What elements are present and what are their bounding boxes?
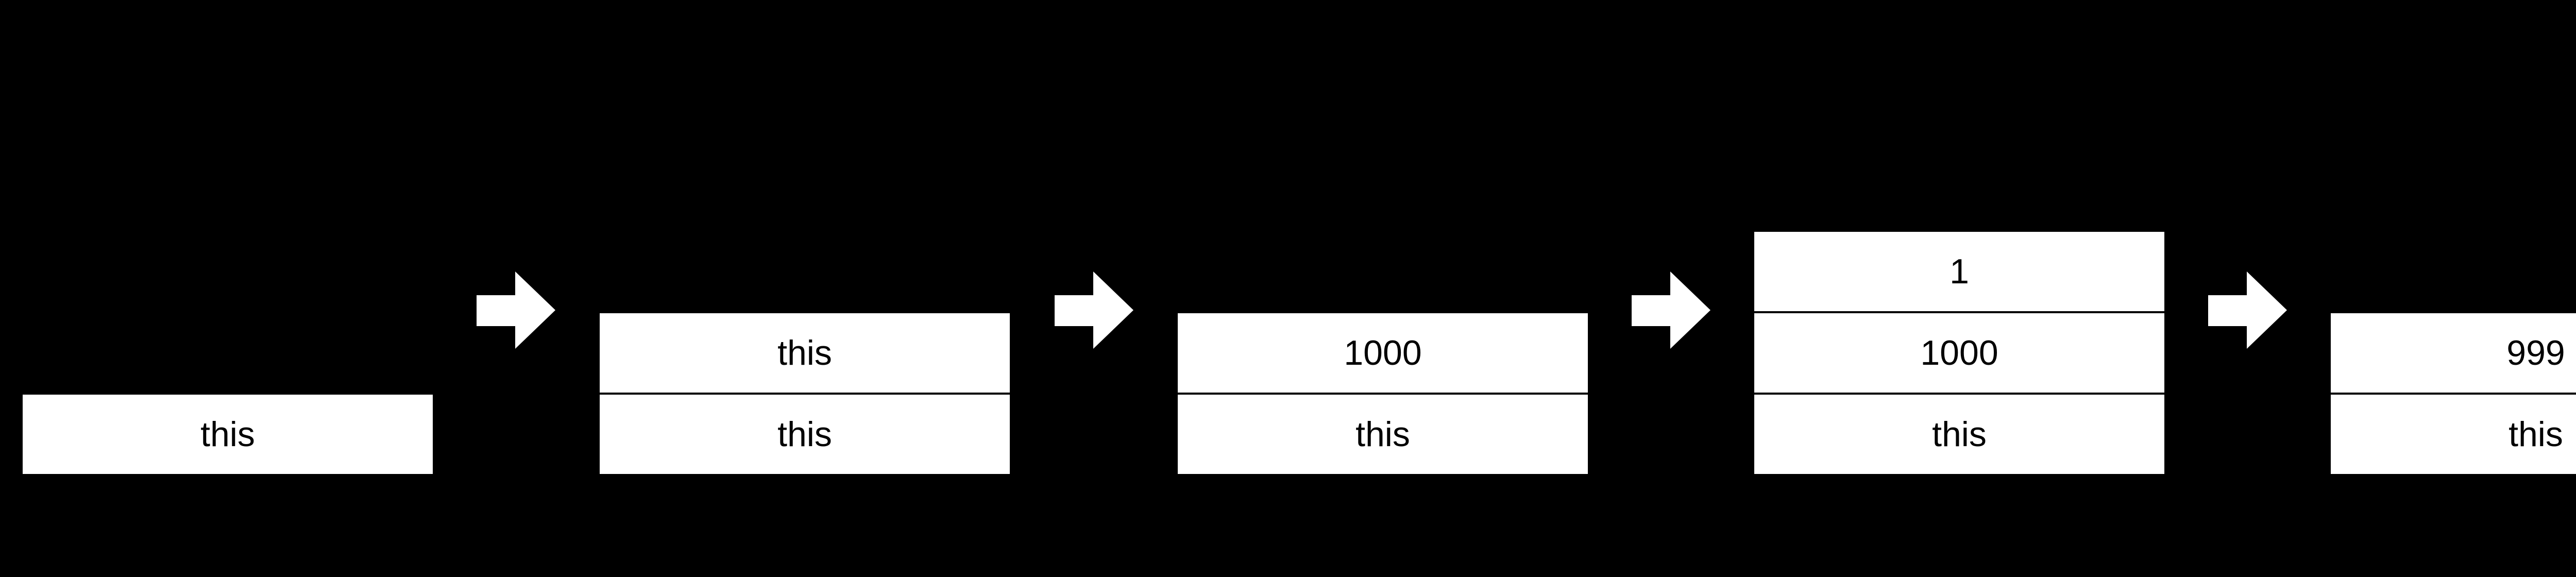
arrow-shaft [477,295,516,326]
arrow-head [515,271,555,349]
stack-frame-5: 999 this [2331,313,2576,474]
stack-cell: this [600,313,1010,393]
right-arrow-icon [1055,271,1133,349]
stack-frame-2: this this [600,313,1010,474]
stack-cell: this [1178,395,1588,474]
stack-cell: this [2331,395,2576,474]
stack-cell: 1000 [1754,313,2164,393]
stack-cell: 999 [2331,313,2576,393]
arrow-head [1093,271,1133,349]
arrow-shaft [1632,295,1671,326]
arrow-shaft [2208,295,2247,326]
stack-frame-4: 1 1000 this [1754,232,2164,474]
arrow-shaft [1055,295,1094,326]
stack-cell: this [600,395,1010,474]
stack-cell: this [1754,395,2164,474]
stack-frame-1: this [23,395,433,474]
arrow-head [2247,271,2287,349]
arrow-head [1670,271,1710,349]
right-arrow-icon [477,271,555,349]
stack-cell: 1000 [1178,313,1588,393]
stack-cell: this [23,395,433,474]
stack-frame-3: 1000 this [1178,313,1588,474]
right-arrow-icon [2208,271,2287,349]
stack-cell: 1 [1754,232,2164,311]
right-arrow-icon [1632,271,1710,349]
